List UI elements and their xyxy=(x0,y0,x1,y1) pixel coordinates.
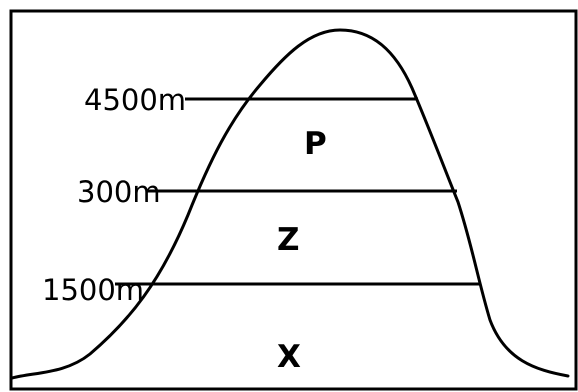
altitude-label-top: 4500m xyxy=(84,83,186,117)
zone-label-upper: P xyxy=(304,126,327,162)
zone-label-middle: Z xyxy=(277,222,299,258)
altitude-label-middle: 300m xyxy=(77,175,161,209)
zone-label-lower: X xyxy=(277,339,301,375)
altitude-label-bottom: 1500m xyxy=(42,273,144,307)
diagram-frame xyxy=(9,9,578,391)
mountain-outline xyxy=(10,28,570,380)
